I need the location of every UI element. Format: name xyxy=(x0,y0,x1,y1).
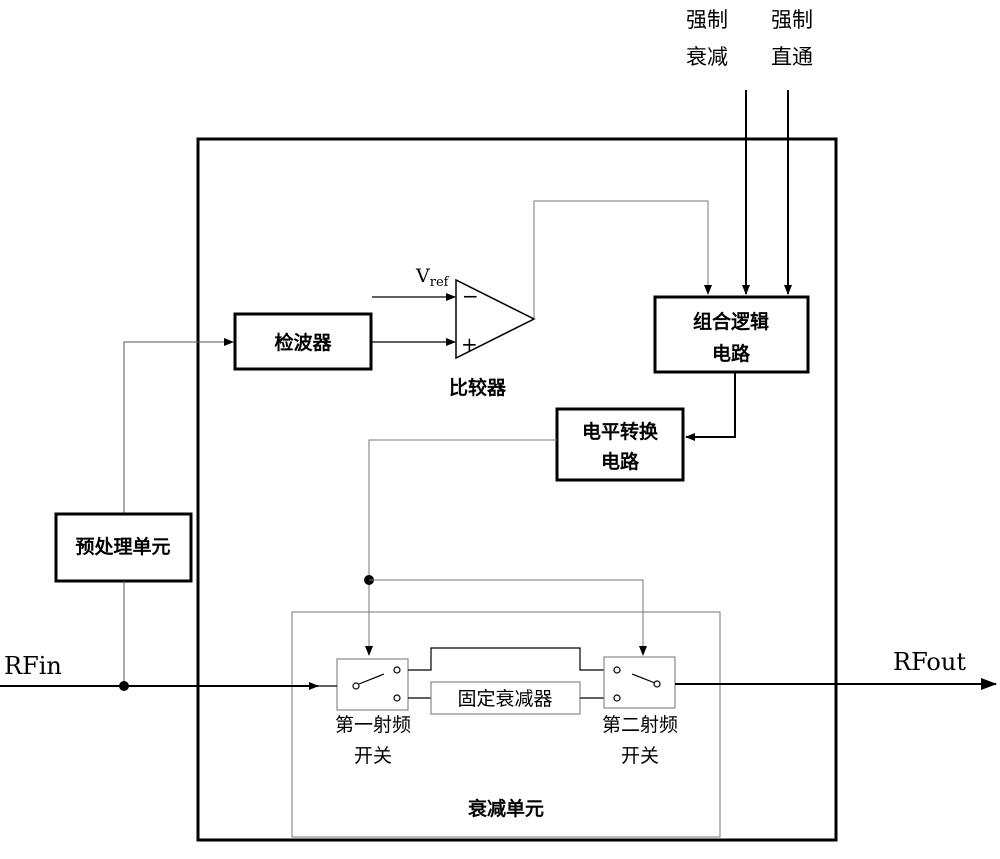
logic-to-levelshift-line xyxy=(685,372,736,441)
vref-label: Vref xyxy=(415,265,450,290)
switch2-label-1: 第二射频 xyxy=(602,714,678,736)
force-attenuate-input: 强制 衰减 xyxy=(686,8,750,295)
comparator-output-line xyxy=(533,200,712,318)
control-line xyxy=(365,439,557,656)
logic-label-2: 电路 xyxy=(712,342,751,365)
switch2-label-2: 开关 xyxy=(621,745,659,767)
switch1-throw-top xyxy=(393,666,401,674)
switch1-blade xyxy=(358,673,385,685)
rfin-junction xyxy=(119,681,129,691)
detector-label: 检波器 xyxy=(274,331,332,354)
level-shift-block xyxy=(555,407,685,482)
through-path-line xyxy=(408,647,604,671)
switch2-throw-bottom xyxy=(613,694,621,702)
force-attenuate-label-2: 衰减 xyxy=(686,45,728,69)
force-through-input: 强制 直通 xyxy=(771,8,813,295)
logic-circuit-block xyxy=(653,295,810,374)
attenuation-unit-frame xyxy=(291,611,721,838)
comparator-minus: − xyxy=(462,284,479,308)
force-through-label-1: 强制 xyxy=(771,8,813,32)
rfout-label: RFout xyxy=(893,648,966,676)
fixed-attenuator-label: 固定衰减器 xyxy=(457,688,552,710)
module-frame xyxy=(196,137,838,842)
switch1-label-1: 第一射频 xyxy=(335,714,411,736)
rfin-label: RFin xyxy=(4,652,62,680)
comparator-triangle xyxy=(455,278,536,360)
comparator-label: 比较器 xyxy=(449,376,507,399)
detector-block xyxy=(233,312,373,371)
level-shift-label-2: 电路 xyxy=(601,450,640,473)
fixed-attenuator-block xyxy=(430,681,581,715)
switch1-throw-bottom xyxy=(393,694,401,702)
switch2-pole xyxy=(653,680,661,688)
logic-label-1: 组合逻辑 xyxy=(693,310,769,333)
switch2-throw-top xyxy=(613,666,621,674)
attenuation-unit-label: 衰减单元 xyxy=(467,797,544,820)
comparator-plus: + xyxy=(461,332,478,356)
switch1-pole xyxy=(352,682,360,690)
control-line-switch2 xyxy=(369,579,647,656)
force-through-label-2: 直通 xyxy=(771,45,813,69)
preprocess-block xyxy=(54,512,193,583)
switch2-blade xyxy=(631,673,656,684)
preprocess-to-detector-line xyxy=(123,338,234,514)
switch1-label-2: 开关 xyxy=(354,745,392,767)
preprocess-label: 预处理单元 xyxy=(75,535,170,558)
force-attenuate-label-1: 强制 xyxy=(686,8,728,32)
level-shift-label-1: 电平转换 xyxy=(582,420,659,443)
